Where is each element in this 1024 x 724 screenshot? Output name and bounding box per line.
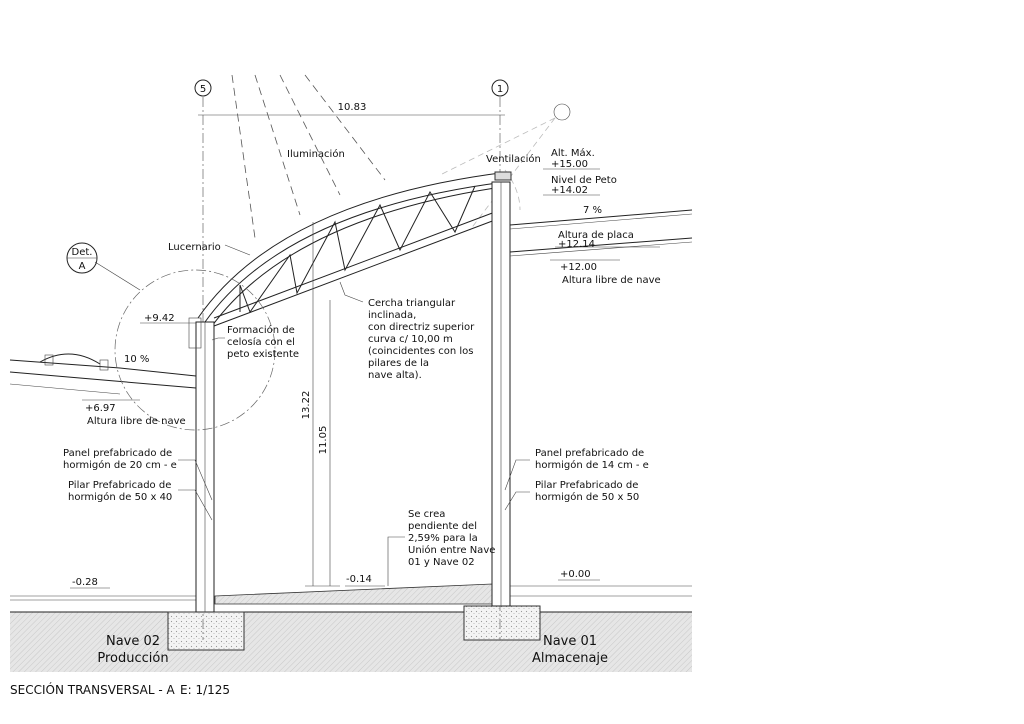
roof-left bbox=[9, 353, 197, 395]
label-ventilacion: Ventilación bbox=[486, 153, 541, 165]
svg-text:Panel prefabricado de: Panel prefabricado de bbox=[63, 448, 172, 459]
label-lucernario: Lucernario bbox=[168, 242, 221, 253]
svg-text:Nave 02: Nave 02 bbox=[106, 634, 160, 649]
svg-text:Nave 01: Nave 01 bbox=[543, 634, 597, 649]
label-cercha: Cercha triangular inclinada, con directr… bbox=[368, 298, 475, 381]
svg-text:(coincidentes con los: (coincidentes con los bbox=[368, 346, 473, 357]
label-iluminacion: Iluminación bbox=[287, 148, 345, 160]
level-12-00: +12.00 bbox=[560, 262, 597, 273]
footing-right bbox=[463, 605, 541, 641]
label-nave-01: Nave 01 Almacenaje bbox=[532, 634, 608, 666]
svg-text:hormigón de 50 x 50: hormigón de 50 x 50 bbox=[535, 491, 639, 503]
label-celosia: Formación de celosía con el peto existen… bbox=[227, 324, 299, 360]
label-pilar-right: Pilar Prefabricado de hormigón de 50 x 5… bbox=[535, 480, 639, 503]
level-minus-0-28: -0.28 bbox=[72, 577, 98, 588]
svg-text:Unión entre Nave: Unión entre Nave bbox=[408, 544, 495, 556]
svg-text:Formación de: Formación de bbox=[227, 324, 295, 336]
leader-lines bbox=[70, 168, 660, 589]
svg-text:hormigón de 14 cm - e: hormigón de 14 cm - e bbox=[535, 459, 649, 471]
svg-text:Se crea: Se crea bbox=[408, 509, 445, 520]
svg-text:con directriz superior: con directriz superior bbox=[368, 322, 475, 333]
label-panel-left: Panel prefabricado de hormigón de 20 cm … bbox=[63, 448, 177, 471]
svg-text:pilares de la: pilares de la bbox=[368, 358, 429, 369]
level-6-97: +6.97 bbox=[85, 403, 116, 414]
label-pilar-left: Pilar Prefabricado de hormigón de 50 x 4… bbox=[68, 480, 172, 503]
level-15-00: +15.00 bbox=[551, 159, 588, 170]
drawing-title: SECCIÓN TRANSVERSAL - A bbox=[10, 682, 176, 697]
span-dimension: 10.83 bbox=[338, 102, 367, 113]
sloped-floor bbox=[214, 583, 493, 605]
svg-text:pendiente del: pendiente del bbox=[408, 521, 477, 532]
detail-callout-line1: Det. bbox=[72, 247, 93, 258]
svg-text:Panel prefabricado de: Panel prefabricado de bbox=[535, 448, 644, 459]
label-nave-02: Nave 02 Producción bbox=[97, 634, 168, 666]
svg-text:hormigón de 50 x 40: hormigón de 50 x 40 bbox=[68, 491, 172, 503]
svg-text:Cercha triangular: Cercha triangular bbox=[368, 298, 456, 309]
sun-icon bbox=[553, 103, 571, 121]
level-minus-0-14: -0.14 bbox=[346, 574, 372, 585]
slope-right: 7 % bbox=[583, 205, 602, 216]
truss-web bbox=[239, 185, 476, 314]
svg-text:nave alta).: nave alta). bbox=[368, 370, 422, 381]
svg-text:hormigón de 20 cm - e: hormigón de 20 cm - e bbox=[63, 459, 177, 471]
ground-hatch bbox=[10, 612, 692, 672]
level-0-00: +0.00 bbox=[560, 569, 591, 580]
light-rays bbox=[231, 74, 386, 239]
height-total-dimension: 13.22 bbox=[301, 391, 312, 420]
truss-bottom-chord bbox=[213, 219, 496, 327]
svg-text:peto existente: peto existente bbox=[227, 349, 299, 360]
label-panel-right: Panel prefabricado de hormigón de 14 cm … bbox=[535, 448, 649, 471]
roof-right bbox=[509, 209, 693, 257]
label-nivel-peto: Nivel de Peto bbox=[551, 175, 617, 186]
svg-text:curva c/ 10,00 m: curva c/ 10,00 m bbox=[368, 334, 453, 345]
svg-text:Producción: Producción bbox=[97, 651, 168, 666]
svg-text:2,59% para la: 2,59% para la bbox=[408, 533, 478, 544]
grid-axis-1 bbox=[491, 79, 509, 97]
level-12-14: +12.14 bbox=[558, 239, 595, 250]
svg-text:01 y Nave 02: 01 y Nave 02 bbox=[408, 557, 475, 568]
detail-a-circle bbox=[114, 269, 276, 431]
svg-text:Pilar Prefabricado de: Pilar Prefabricado de bbox=[535, 480, 638, 491]
footing-left bbox=[167, 611, 245, 651]
drawing-scale: E: 1/125 bbox=[180, 683, 230, 697]
label-pendiente: Se crea pendiente del 2,59% para la Unió… bbox=[408, 509, 495, 568]
height-free-dimension: 11.05 bbox=[318, 426, 329, 455]
svg-text:inclinada,: inclinada, bbox=[368, 310, 416, 321]
grid-axis-5 bbox=[194, 79, 212, 97]
grid-axis-1-label: 1 bbox=[497, 84, 503, 95]
label-altura-placa: Altura de placa bbox=[558, 230, 634, 241]
detail-callout-line2: A bbox=[79, 261, 86, 272]
svg-text:celosía con el: celosía con el bbox=[227, 336, 295, 348]
svg-text:Pilar Prefabricado de: Pilar Prefabricado de bbox=[68, 480, 171, 491]
level-14-02: +14.02 bbox=[551, 185, 588, 196]
label-alt-max: Alt. Máx. bbox=[551, 147, 595, 159]
label-altura-libre-right: Altura libre de nave bbox=[562, 275, 661, 286]
arch-roof-top bbox=[197, 171, 509, 319]
level-9-42: +9.42 bbox=[144, 313, 175, 324]
label-altura-libre-left: Altura libre de nave bbox=[87, 416, 186, 427]
grid-axis-5-label: 5 bbox=[200, 84, 206, 95]
slope-left: 10 % bbox=[124, 354, 149, 365]
svg-text:Almacenaje: Almacenaje bbox=[532, 651, 608, 666]
